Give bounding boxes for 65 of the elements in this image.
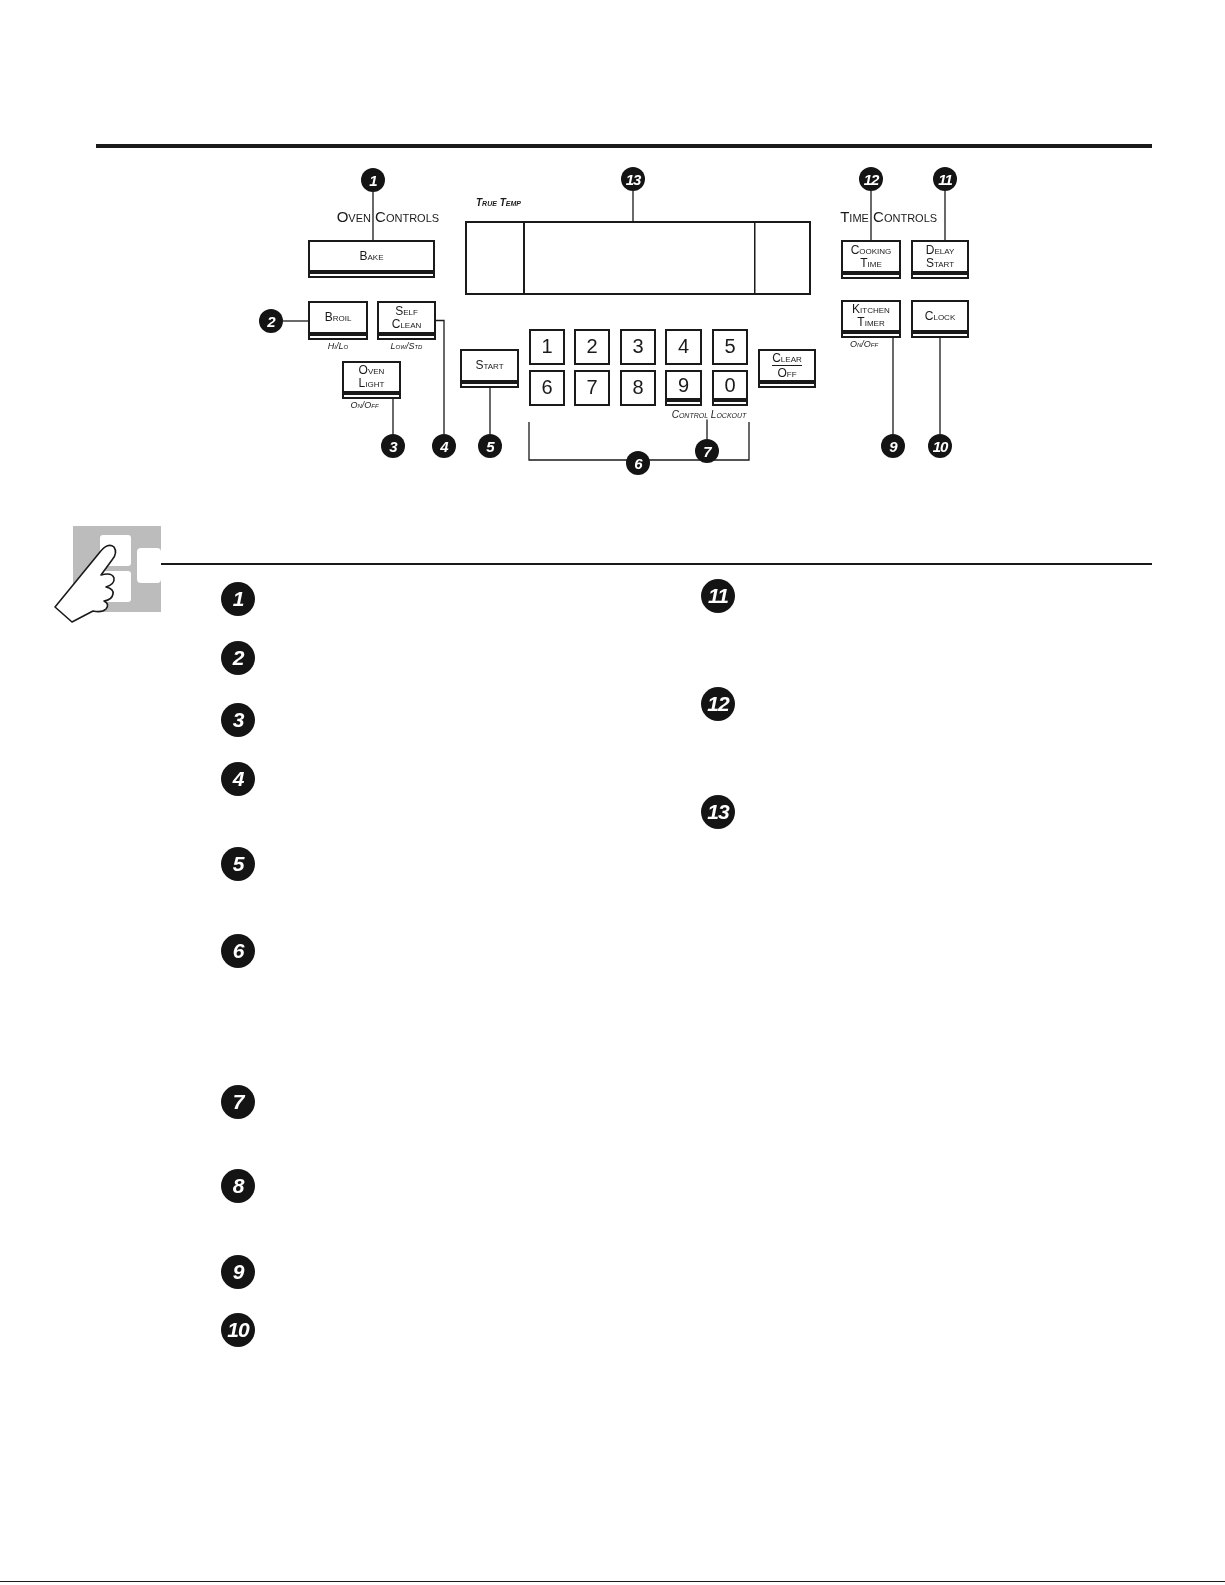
indicator-label: True Temp [476, 197, 521, 208]
number-key: 3 [620, 329, 656, 365]
leader-line [372, 191, 374, 241]
leader-line [435, 319, 445, 435]
number-key: 8 [620, 370, 656, 406]
number-key: 2 [574, 329, 610, 365]
button-caption: Hi/Lo [327, 341, 349, 352]
number-key: 4 [665, 329, 702, 365]
control-button: Bake [308, 240, 435, 278]
section-heading: Oven Controls [336, 208, 440, 226]
control-button: Clear Off [758, 349, 816, 388]
number-key: 9 [665, 370, 702, 406]
callout-number: 1 [361, 168, 385, 192]
number-key: 7 [574, 370, 610, 406]
button-caption: On/Off [849, 339, 879, 350]
callout-number: 10 [221, 1313, 255, 1347]
leader-line [282, 320, 309, 322]
callout-number: 12 [859, 167, 883, 191]
button-caption: Low/Std [390, 341, 423, 352]
leader-line [392, 398, 394, 435]
leader-line [939, 337, 941, 435]
control-button: Clock [911, 300, 969, 338]
number-key: 6 [529, 370, 565, 406]
callout-number: 2 [221, 641, 255, 675]
callout-number: 6 [626, 451, 650, 475]
callout-number: 11 [933, 167, 957, 191]
callout-number: 13 [701, 795, 735, 829]
callout-number: 3 [221, 703, 255, 737]
leader-line [632, 190, 634, 222]
number-key: 1 [529, 329, 565, 365]
leader-line [892, 337, 894, 435]
callout-number: 6 [221, 934, 255, 968]
callout-number: 9 [881, 434, 905, 458]
number-key: 5 [712, 329, 748, 365]
control-button: Self Clean [377, 301, 436, 340]
number-key: 0 [712, 370, 748, 406]
callout-number: 5 [221, 847, 255, 881]
callout-number: 1 [221, 582, 255, 616]
callout-number: 9 [221, 1255, 255, 1289]
function-label: Control Lockout [671, 408, 747, 420]
callout-number: 12 [701, 687, 735, 721]
section-heading: Time Controls [840, 208, 938, 226]
control-button: Delay Start [911, 240, 969, 279]
control-button: Kitchen Timer [841, 300, 901, 338]
callout-number: 7 [695, 439, 719, 463]
callout-number: 5 [478, 434, 502, 458]
button-caption: On/Off [350, 400, 379, 411]
callout-number: 2 [259, 309, 283, 333]
leader-line [870, 190, 872, 241]
callout-number: 10 [928, 434, 952, 458]
callout-number: 4 [221, 762, 255, 796]
callout-number: 3 [381, 434, 405, 458]
callout-number: 7 [221, 1085, 255, 1119]
callout-number: 4 [432, 434, 456, 458]
leader-line [706, 418, 708, 440]
control-button: Cooking Time [841, 240, 901, 279]
control-button: Broil [308, 301, 368, 340]
callout-number: 11 [701, 579, 735, 613]
control-button: Oven Light [342, 361, 401, 399]
callout-number: 13 [621, 167, 645, 191]
control-button: Start [460, 349, 519, 388]
leader-line [944, 190, 946, 241]
leader-line [489, 387, 491, 435]
display-window [465, 221, 811, 295]
callout-number: 8 [221, 1169, 255, 1203]
